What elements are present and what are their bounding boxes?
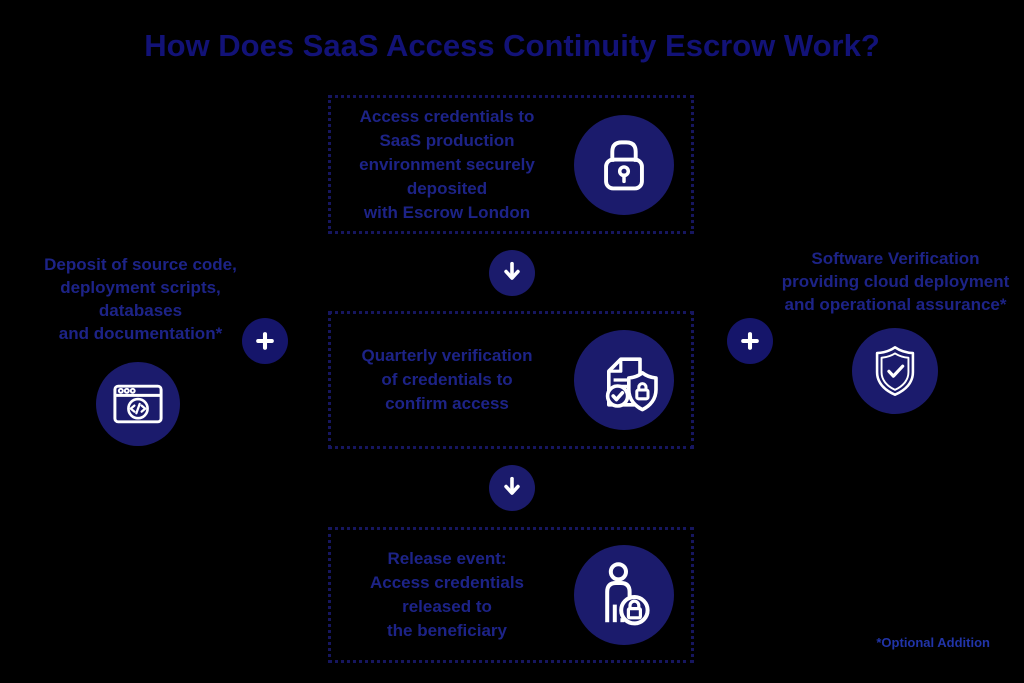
step-text-release-event: Release event: Access credentials releas… — [369, 549, 525, 640]
step-box-release-event: Release event: Access credentials releas… — [328, 527, 694, 663]
right-addon-text: Software Verification providing cloud de… — [781, 249, 1010, 314]
document-shield-check-icon — [574, 330, 674, 430]
step-icon-cell — [557, 330, 691, 430]
code-window-icon — [96, 362, 180, 446]
step-text-credentials-deposited: Access credentials to SaaS production en… — [359, 106, 535, 222]
padlock-icon — [574, 114, 674, 215]
down-arrow-icon — [489, 250, 535, 296]
person-padlock-icon — [574, 545, 674, 645]
step-text-quarterly-verification: Quarterly verification of credentials to… — [361, 346, 533, 413]
step-icon-cell — [557, 545, 691, 645]
footnote-optional-addition: *Optional Addition — [876, 635, 990, 650]
left-addon-text: Deposit of source code, deployment scrip… — [44, 255, 237, 343]
plus-icon — [727, 318, 773, 364]
shield-check-icon — [852, 328, 938, 414]
page-title: How Does SaaS Access Continuity Escrow W… — [144, 28, 880, 63]
plus-icon — [242, 318, 288, 364]
down-arrow-icon — [489, 465, 535, 511]
step-box-credentials-deposited: Access credentials to SaaS production en… — [328, 95, 694, 234]
step-box-quarterly-verification: Quarterly verification of credentials to… — [328, 311, 694, 449]
step-icon-cell — [557, 114, 691, 215]
